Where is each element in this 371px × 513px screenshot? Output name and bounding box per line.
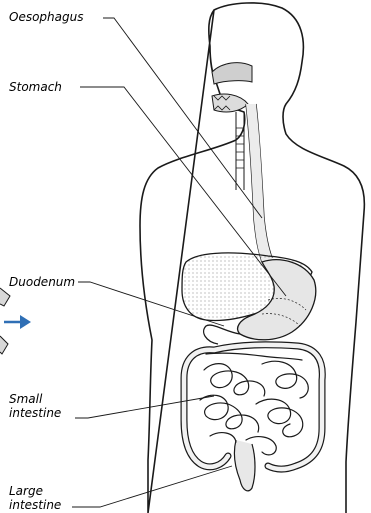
label-duodenum: Duodenum: [9, 275, 75, 289]
leader-oesophagus: [103, 18, 262, 218]
label-oesophagus: Oesophagus: [9, 10, 83, 24]
edge-shape-upper: [0, 288, 10, 306]
label-large-intestine-line1: Large: [9, 484, 61, 498]
label-small-intestine-line1: Small: [9, 392, 61, 406]
trachea-rings: [236, 128, 244, 168]
arrow-head-icon: [20, 315, 31, 329]
label-small-intestine: Small intestine: [9, 392, 61, 420]
oesophagus-fill: [246, 104, 272, 262]
leader-small-intestine: [75, 396, 214, 418]
trachea: [236, 112, 244, 190]
label-stomach: Stomach: [9, 80, 62, 94]
nasal-cavity: [212, 63, 252, 84]
label-large-intestine: Large intestine: [9, 484, 61, 512]
label-large-intestine-line2: intestine: [9, 498, 61, 512]
rectum: [234, 440, 255, 491]
label-small-intestine-line2: intestine: [9, 406, 61, 420]
duodenum: [204, 325, 240, 344]
edge-shape-lower: [0, 336, 8, 354]
small-intestine: [200, 353, 308, 455]
mouth: [212, 94, 248, 112]
